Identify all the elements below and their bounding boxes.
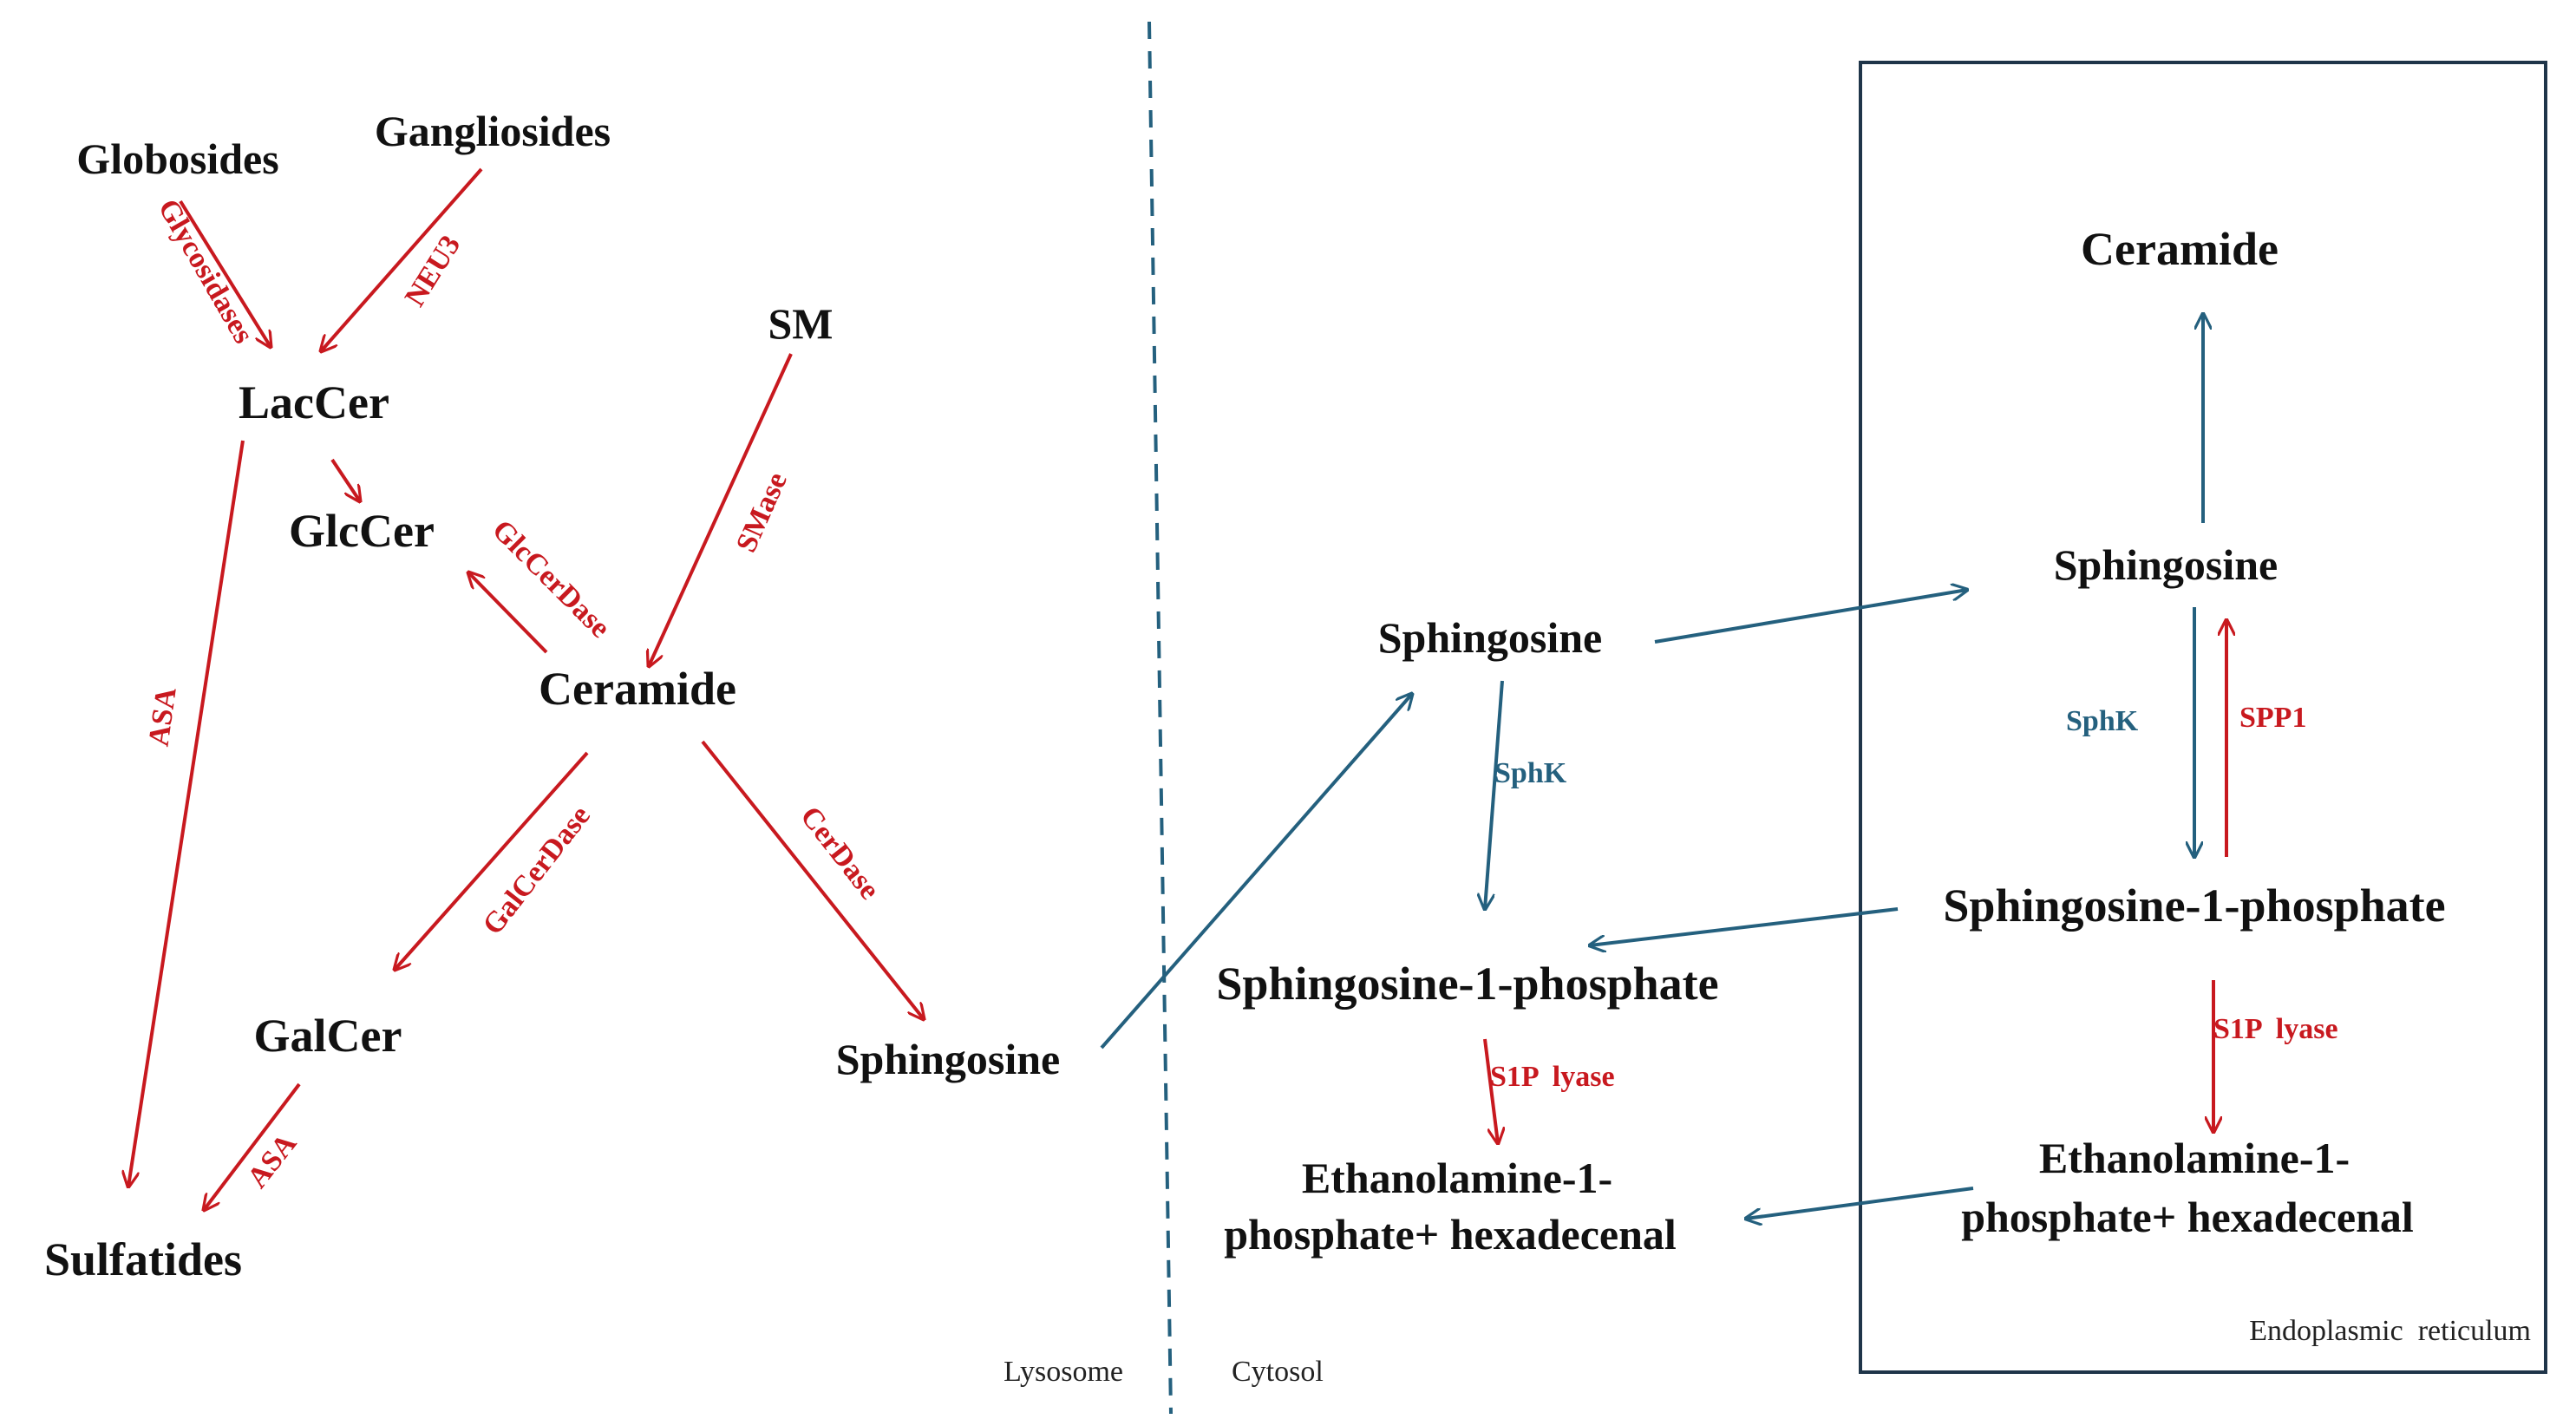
arrow-ceramide-to-sphingosine — [701, 740, 924, 1019]
enzyme-asa-left: ASA — [143, 685, 183, 749]
arrow-gangliosides-to-laccer — [321, 167, 483, 351]
arrow-ceramide-to-galcer — [395, 751, 589, 970]
cytosol-arrows — [1100, 590, 1974, 1219]
node-s1p-er: Sphingosine-1-phosphate — [1943, 880, 2445, 932]
node-ceramide-lysosome: Ceramide — [539, 663, 736, 715]
arrow-cytosol-sphingosine-to-s1p — [1485, 680, 1504, 909]
node-sphingosine-lysosome: Sphingosine — [836, 1035, 1060, 1083]
enzyme-galcerdase: GalCerDase — [477, 800, 597, 941]
arrow-cytosol-sphingosine-to-er — [1654, 590, 1967, 644]
label-er: Endoplasmic reticulum — [2249, 1315, 2531, 1347]
lysosome-arrows — [128, 167, 924, 1210]
arrow-laccer-to-glccer — [330, 458, 360, 501]
enzyme-s1p-lyase-cytosol: S1P lyase — [1490, 1061, 1615, 1093]
node-laccer: LacCer — [239, 376, 389, 428]
enzyme-smase: SMase — [730, 468, 794, 557]
node-product-er-line1: Ethanolamine-1- — [2039, 1134, 2350, 1182]
enzyme-asa-bottom: ASA — [241, 1128, 303, 1194]
arrow-globosides-to-laccer — [179, 199, 271, 347]
node-globosides: Globosides — [76, 134, 278, 183]
enzyme-cerdase: CerDase — [794, 801, 886, 906]
arrow-sm-to-ceramide — [649, 353, 793, 666]
enzyme-sphk-er: SphK — [2066, 705, 2139, 737]
node-sphingosine-cytosol: Sphingosine — [1378, 613, 1602, 662]
arrow-ceramide-to-glccer — [468, 572, 548, 654]
enzyme-neu3: NEU3 — [399, 230, 467, 312]
node-sm: SM — [768, 299, 834, 348]
node-sphingosine-er: Sphingosine — [2054, 540, 2278, 589]
compartment-divider — [1147, 21, 1173, 1415]
enzyme-glccerdase: GlcCerDase — [486, 513, 616, 644]
arrow-laccer-to-sulfatides — [128, 440, 245, 1187]
node-sulfatides: Sulfatides — [44, 1233, 242, 1285]
er-box — [1859, 61, 2547, 1374]
node-s1p-cytosol: Sphingosine-1-phosphate — [1216, 958, 1718, 1010]
node-product-cytosol-line1: Ethanolamine-1- — [1302, 1154, 1612, 1202]
label-lysosome: Lysosome — [1004, 1356, 1123, 1388]
er-arrows — [2194, 314, 2226, 1132]
arrow-er-s1p-to-cytosol-s1p — [1590, 907, 1899, 945]
arrow-galcer-to-sulfatides — [204, 1082, 301, 1210]
node-product-cytosol-line2: phosphate+ hexadecenal — [1224, 1210, 1677, 1259]
enzyme-sphk-cytosol: SphK — [1494, 757, 1567, 789]
arrow-cytosol-s1p-lyase — [1483, 1038, 1498, 1143]
enzyme-glycosidases: Glycosidases — [152, 193, 260, 349]
node-galcer: GalCer — [254, 1010, 402, 1062]
enzyme-spp1-er: SPP1 — [2239, 702, 2306, 734]
node-glccer: GlcCer — [289, 505, 435, 557]
enzyme-s1p-lyase-er: S1P lyase — [2213, 1013, 2338, 1045]
label-cytosol: Cytosol — [1232, 1356, 1324, 1388]
node-product-er-line2: phosphate+ hexadecenal — [1961, 1193, 2414, 1241]
arrow-lysosome-sphingosine-to-cytosol — [1100, 694, 1412, 1050]
node-ceramide-er: Ceramide — [2081, 223, 2279, 275]
arrow-er-product-to-cytosol — [1746, 1187, 1974, 1219]
node-gangliosides: Gangliosides — [375, 107, 611, 155]
